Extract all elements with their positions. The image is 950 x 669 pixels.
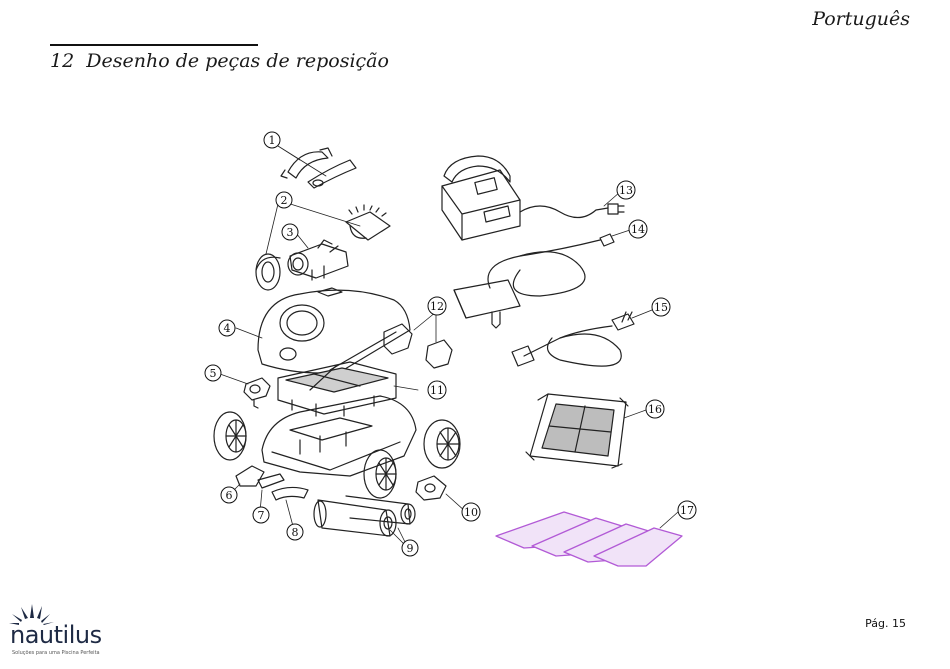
svg-text:14: 14 bbox=[631, 223, 645, 236]
callout-8: 8 bbox=[287, 524, 303, 540]
page-number: Pág. 15 bbox=[865, 617, 906, 630]
svg-text:1: 1 bbox=[269, 134, 276, 147]
svg-text:8: 8 bbox=[292, 526, 299, 539]
part-power-supply bbox=[442, 156, 624, 240]
callout-4: 4 bbox=[219, 320, 235, 336]
svg-text:11: 11 bbox=[430, 384, 444, 397]
svg-text:7: 7 bbox=[258, 509, 265, 522]
svg-text:3: 3 bbox=[287, 226, 294, 239]
callout-2: 2 bbox=[276, 192, 292, 208]
callout-11: 11 bbox=[428, 381, 446, 399]
callout-group: 1 2 3 4 5 6 7 8 9 10 11 12 13 14 15 16 1… bbox=[205, 132, 696, 556]
part-motor-block bbox=[288, 240, 348, 280]
part-pivot bbox=[244, 378, 270, 408]
part-filter-bags bbox=[496, 512, 682, 566]
logo-tagline: Soluções para uma Piscina Perfeita bbox=[12, 650, 100, 656]
svg-text:5: 5 bbox=[210, 367, 217, 380]
callout-5: 5 bbox=[205, 365, 221, 381]
svg-text:10: 10 bbox=[464, 506, 478, 519]
callout-16: 16 bbox=[646, 400, 664, 418]
part-rollers bbox=[314, 496, 415, 536]
part-float-cable bbox=[454, 234, 614, 328]
svg-text:2: 2 bbox=[281, 194, 288, 207]
logo-wordmark: nautilus bbox=[10, 621, 102, 649]
callout-9: 9 bbox=[402, 540, 418, 556]
callout-17: 17 bbox=[678, 501, 696, 519]
callout-10: 10 bbox=[462, 503, 480, 521]
callout-15: 15 bbox=[652, 298, 670, 316]
part-handles bbox=[281, 148, 356, 188]
callout-13: 13 bbox=[617, 181, 635, 199]
svg-text:9: 9 bbox=[407, 542, 414, 555]
svg-text:4: 4 bbox=[224, 322, 231, 335]
part-swivel-cable bbox=[512, 312, 634, 366]
svg-text:16: 16 bbox=[648, 403, 662, 416]
part-clips bbox=[384, 324, 452, 368]
part-filter-panel bbox=[526, 394, 628, 468]
svg-text:12: 12 bbox=[430, 300, 444, 313]
callout-6: 6 bbox=[221, 487, 237, 503]
callout-12: 12 bbox=[428, 297, 446, 315]
part-swivel bbox=[416, 476, 446, 500]
svg-text:13: 13 bbox=[619, 184, 633, 197]
svg-text:6: 6 bbox=[226, 489, 233, 502]
part-filter-basket bbox=[278, 362, 396, 416]
callout-1: 1 bbox=[264, 132, 280, 148]
callout-14: 14 bbox=[629, 220, 647, 238]
part-side-covers bbox=[256, 205, 390, 290]
callout-7: 7 bbox=[253, 507, 269, 523]
svg-text:17: 17 bbox=[680, 504, 694, 517]
callout-3: 3 bbox=[282, 224, 298, 240]
svg-text:15: 15 bbox=[654, 301, 668, 314]
part-wheels bbox=[214, 412, 460, 498]
